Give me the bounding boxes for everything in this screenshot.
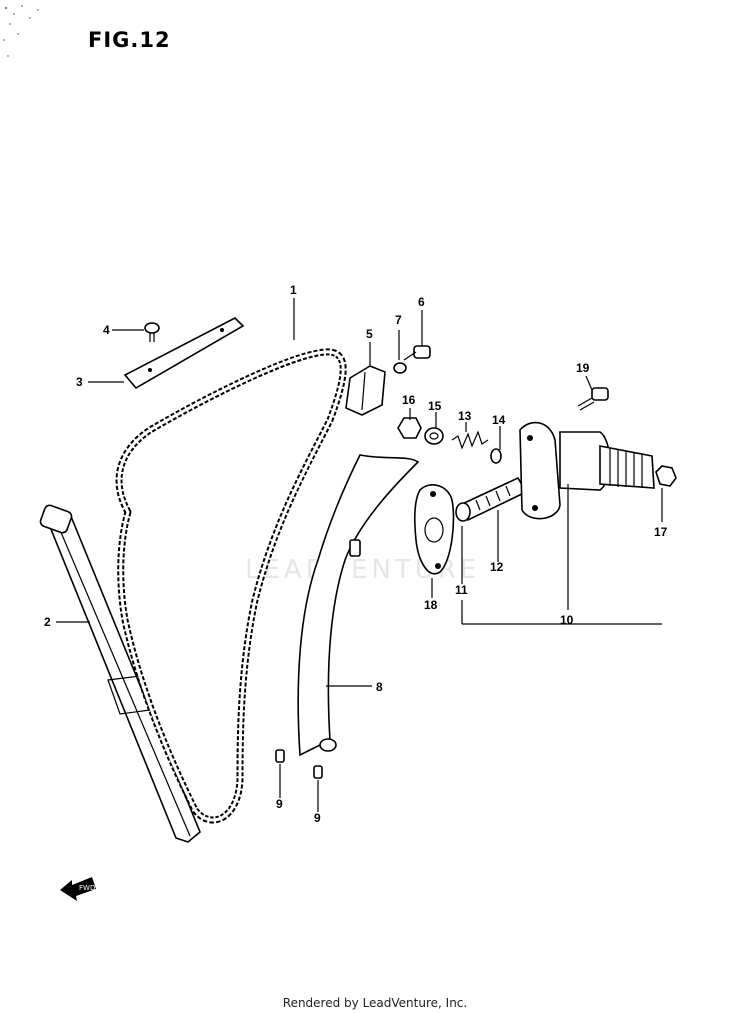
gasket — [414, 484, 455, 575]
callout-11: 11 — [455, 583, 468, 597]
o-ring-icon — [490, 448, 502, 464]
svg-text:FWD: FWD — [79, 884, 95, 892]
callout-3: 3 — [76, 375, 83, 389]
figure-title: FIG.12 — [88, 28, 171, 52]
callout-10: 10 — [560, 613, 574, 627]
callout-1: 1 — [290, 283, 297, 297]
tensioner-cushion — [345, 365, 386, 416]
callout-4: 4 — [103, 323, 110, 337]
forward-arrow-icon: FWD — [60, 877, 96, 901]
chain-guide-rear — [39, 504, 201, 843]
callout-13: 13 — [458, 409, 472, 423]
scan-speckle — [3, 5, 39, 57]
callout-17: 17 — [654, 525, 668, 539]
callout-19: 19 — [576, 361, 590, 375]
bolt-icon — [577, 387, 609, 411]
chain-tensioner-guide — [297, 454, 420, 757]
dowel-pin-left — [275, 749, 285, 763]
callout-5: 5 — [366, 327, 373, 341]
washer-icon — [424, 427, 444, 445]
callout-8: 8 — [376, 680, 383, 694]
callout-labels: 1 2 3 4 5 6 7 8 9 9 10 11 12 13 14 15 16… — [44, 283, 668, 825]
footer-credit: Rendered by LeadVenture, Inc. — [282, 996, 468, 1010]
nut-icon — [397, 417, 422, 439]
callout-9b: 9 — [314, 811, 321, 825]
chain-guide-top — [123, 317, 245, 390]
callout-15: 15 — [428, 399, 442, 413]
callout-9a: 9 — [276, 797, 283, 811]
dowel-pin-right — [313, 765, 323, 779]
tensioner-plunger — [455, 476, 528, 522]
callout-2: 2 — [44, 615, 51, 629]
lock-nut-icon — [655, 465, 677, 487]
callout-14: 14 — [492, 413, 506, 427]
washer-icon — [393, 362, 407, 374]
bolt-icon — [403, 345, 431, 361]
callout-7: 7 — [395, 313, 402, 327]
callout-18: 18 — [424, 598, 438, 612]
callout-16: 16 — [402, 393, 416, 407]
callout-6: 6 — [418, 295, 425, 309]
screw-icon — [144, 322, 160, 342]
tensioner-body — [519, 421, 655, 520]
callout-12: 12 — [490, 560, 504, 574]
spring-icon — [451, 430, 489, 450]
cam-chain — [115, 348, 347, 824]
leader-lines — [56, 298, 663, 812]
